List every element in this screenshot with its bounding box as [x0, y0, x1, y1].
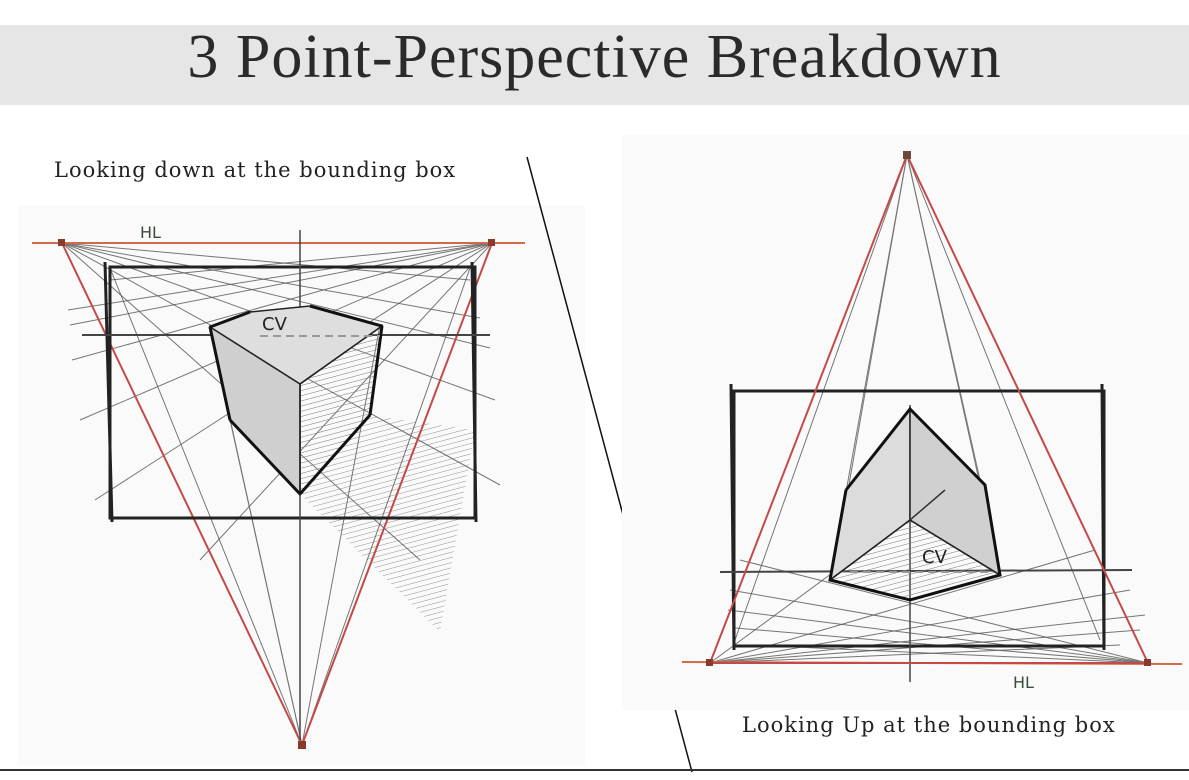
right-cv-label: CV — [922, 547, 948, 568]
right-hl-label: HL — [1013, 673, 1034, 692]
bottom-vp-marker — [298, 741, 306, 749]
left-cv-label: CV — [262, 314, 288, 335]
page-title: 3 Point-Perspective Breakdown — [187, 23, 1002, 91]
bl-vp-marker — [706, 659, 713, 666]
right-vp-marker — [488, 239, 495, 246]
left-caption: Looking down at the bounding box — [54, 158, 457, 182]
left-vp-marker — [58, 239, 65, 246]
title-band — [0, 25, 1189, 105]
left-diagram: HL CV — [18, 205, 585, 765]
left-hl-label: HL — [140, 223, 161, 242]
right-diagram: CV HL — [622, 135, 1189, 710]
right-cone-of-vision — [708, 152, 1150, 664]
right-caption: Looking Up at the bounding box — [742, 713, 1116, 737]
br-vp-marker — [1144, 659, 1151, 666]
cast-shadow — [300, 415, 475, 632]
top-vp-marker — [903, 151, 911, 159]
